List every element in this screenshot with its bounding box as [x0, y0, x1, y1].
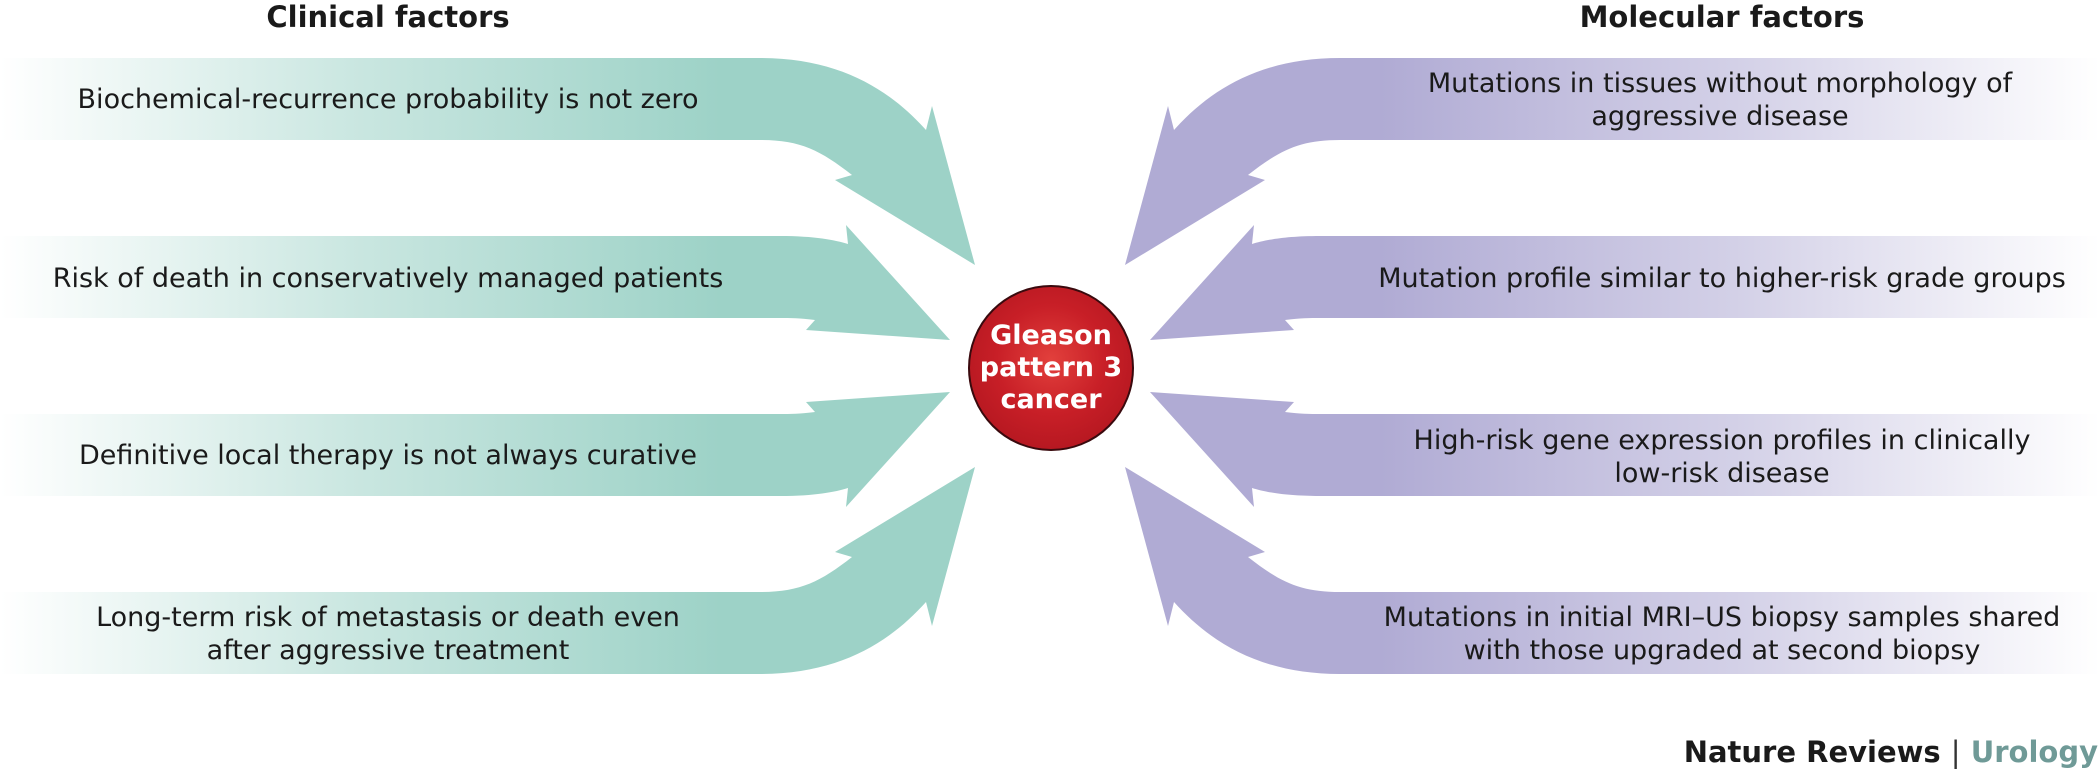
clinical-factor-2: Risk of death in conservatively managed …: [52, 263, 724, 294]
clinical-factor-1: Biochemical-recurrence probability is no…: [77, 84, 699, 115]
clinical-factor-4: Long-term risk of metastasis or death ev…: [96, 602, 680, 666]
clinical-arrow-3: [0, 392, 950, 507]
clinical-factor-3: Definitive local therapy is not always c…: [79, 440, 697, 471]
clinical-arrow-4: [0, 467, 975, 674]
molecular-arrow-1: [1125, 58, 2100, 265]
publisher-name: Nature Reviews: [1683, 735, 1941, 769]
journal-credit: Nature Reviews | Urology: [1684, 735, 2098, 769]
center-node-label: Gleason pattern 3 cancer: [979, 320, 1123, 415]
clinical-arrow-2: [0, 225, 950, 340]
clinical-factors-heading: Clinical factors: [266, 0, 510, 34]
molecular-factor-2: Mutation profile similar to higher-risk …: [1378, 263, 2066, 294]
molecular-arrow-4: [1125, 467, 2100, 674]
molecular-factor-4: Mutations in initial MRI–US biopsy sampl…: [1383, 602, 2061, 666]
credit-separator: |: [1950, 735, 1961, 769]
molecular-factor-1: Mutations in tissues without morphology …: [1427, 68, 2013, 132]
journal-name: Urology: [1970, 735, 2098, 769]
molecular-arrow-3: [1150, 392, 2100, 507]
molecular-factors-heading: Molecular factors: [1579, 0, 1865, 34]
gleason-pattern-3-node: Gleason pattern 3 cancer: [968, 285, 1134, 451]
clinical-arrow-1: [0, 58, 975, 265]
molecular-arrow-2: [1150, 225, 2100, 340]
molecular-factor-3: High-risk gene expression profiles in cl…: [1413, 425, 2031, 489]
